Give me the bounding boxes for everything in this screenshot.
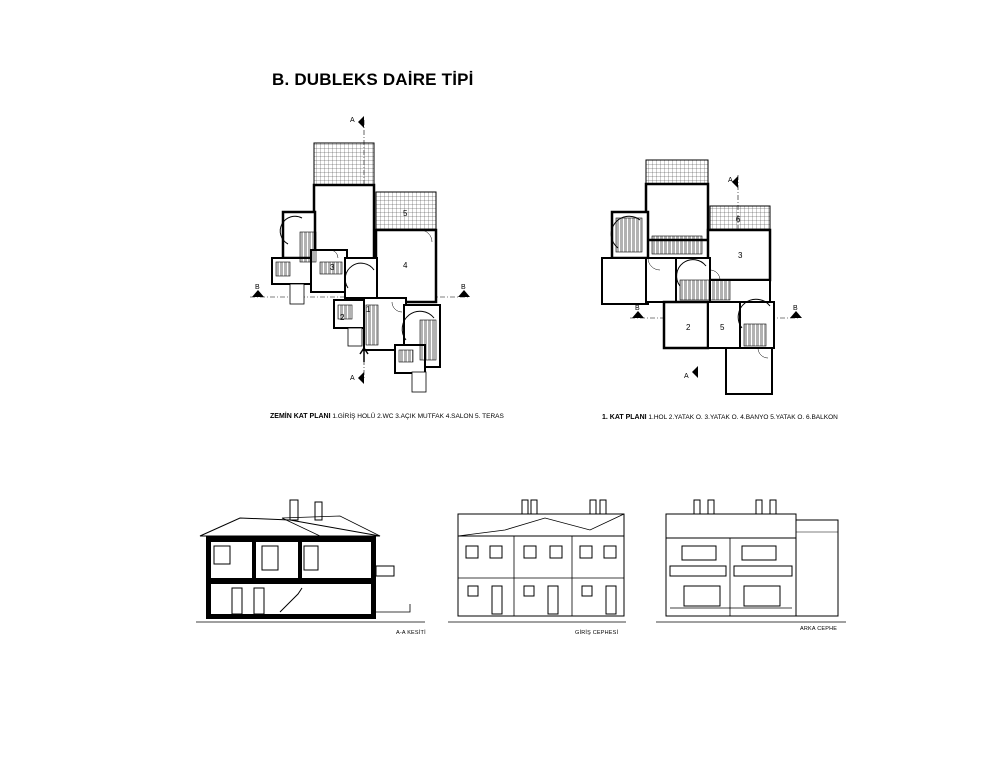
section-a-a-caption: A-A KESİTİ xyxy=(396,630,426,636)
entrance-elevation-drawing xyxy=(448,499,626,623)
first-floor-plan: A A B B 6 3 2 5 xyxy=(601,159,802,395)
room-number-wc: 2 xyxy=(340,313,345,322)
first-plan-caption-legend: 1.HOL 2.YATAK O. 3.YATAK O. 4.BANYO 5.YA… xyxy=(646,414,838,421)
ground-plan-caption-legend: 1.GİRİŞ HOLÜ 2.WC 3.AÇIK MUTFAK 4.SALON … xyxy=(330,413,504,420)
room-number-bedroom-3: 3 xyxy=(738,251,743,260)
room-number-bedroom-2: 2 xyxy=(686,323,691,332)
ground-plan-caption-title: ZEMİN KAT PLANI xyxy=(270,413,331,420)
sheet-title: B. DUBLEKS DAİRE TİPİ xyxy=(272,70,474,89)
section-a-a-drawing xyxy=(0,0,440,640)
section-mark-a-top-1: A xyxy=(728,177,733,184)
section-mark-b-left: B xyxy=(255,284,260,291)
room-number-balcony: 6 xyxy=(736,215,741,224)
room-number-entry: 1 xyxy=(366,305,371,314)
section-mark-a-top: A xyxy=(350,117,355,124)
rear-elevation-caption: ARKA CEPHE xyxy=(800,626,838,632)
first-plan-caption: 1. KAT PLANI 1.HOL 2.YATAK O. 3.YATAK O.… xyxy=(602,414,838,421)
room-number-bedroom-5: 5 xyxy=(720,323,725,332)
section-mark-a-bottom: A xyxy=(350,375,355,382)
rear-elevation-drawing xyxy=(656,499,846,623)
section-mark-b-right-1: B xyxy=(793,305,798,312)
section-mark-b-right: B xyxy=(461,284,466,291)
ground-floor-plan: A A B B 5 4 1 3 2 xyxy=(0,0,500,400)
room-number-terrace: 5 xyxy=(403,209,408,218)
section-mark-a-bottom-1: A xyxy=(684,373,689,380)
room-number-kitchen: 3 xyxy=(330,263,335,272)
ground-plan-caption: ZEMİN KAT PLANI 1.GİRİŞ HOLÜ 2.WC 3.AÇIK… xyxy=(270,413,504,420)
room-number-living: 4 xyxy=(403,261,408,270)
entrance-elevation-caption: GİRİŞ CEPHESİ xyxy=(575,630,619,636)
first-plan-caption-title: 1. KAT PLANI xyxy=(602,414,647,421)
section-mark-b-left-1: B xyxy=(635,305,640,312)
